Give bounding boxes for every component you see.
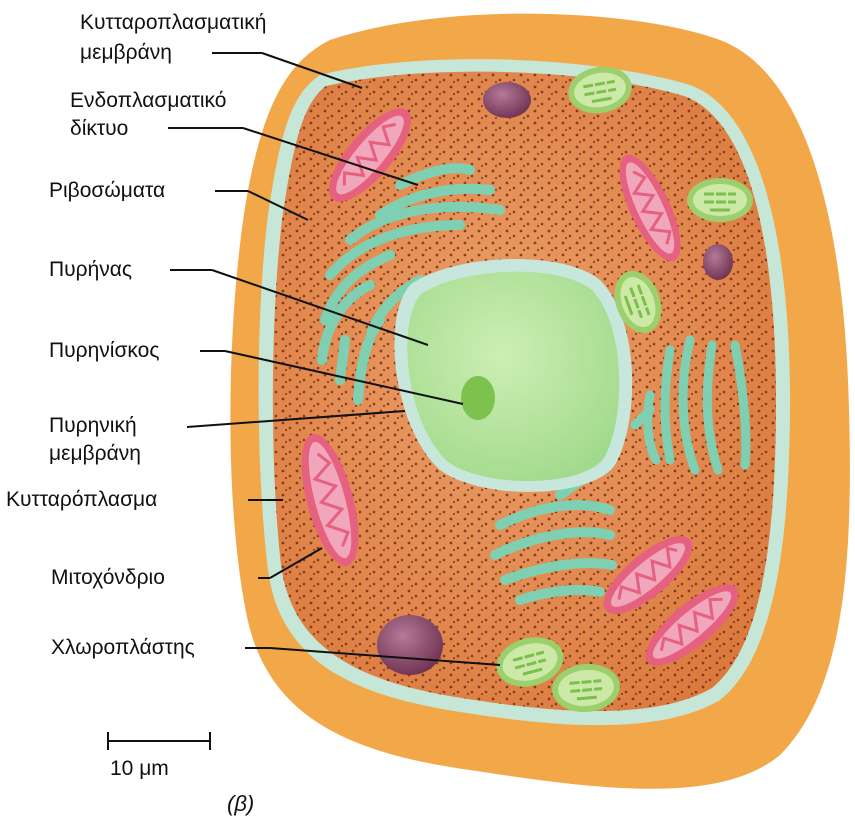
label-chloroplast: Χλωροπλάστης <box>51 635 195 661</box>
nucleus <box>407 272 619 481</box>
label-plasma-membrane-line1: Κυτταροπλασματική <box>80 10 266 36</box>
label-er-line2: δίκτυο <box>70 116 128 142</box>
scale-bar <box>108 732 210 750</box>
label-nucleus: Πυρήνας <box>49 257 132 283</box>
label-cytoplasm: Κυτταρόπλασμα <box>6 487 157 513</box>
label-nuclear-membrane-line1: Πυρηνική <box>49 413 137 439</box>
vacuole-right <box>703 244 733 280</box>
label-ribosomes: Ριβοσώματα <box>49 178 165 204</box>
figure-caption: (β) <box>227 791 254 817</box>
label-nucleolus: Πυρηνίσκος <box>49 338 159 364</box>
vacuole-top <box>483 82 531 118</box>
nucleolus <box>461 376 495 420</box>
scale-bar-label: 10 μm <box>110 757 169 781</box>
label-plasma-membrane-line2: μεμβράνη <box>80 40 172 66</box>
label-mitochondrion: Μιτοχόνδριο <box>51 565 165 591</box>
vacuole-bottom <box>377 615 443 675</box>
label-nuclear-membrane-line2: μεμβράνη <box>49 441 141 467</box>
label-er-line1: Ενδοπλασματικό <box>70 88 226 114</box>
